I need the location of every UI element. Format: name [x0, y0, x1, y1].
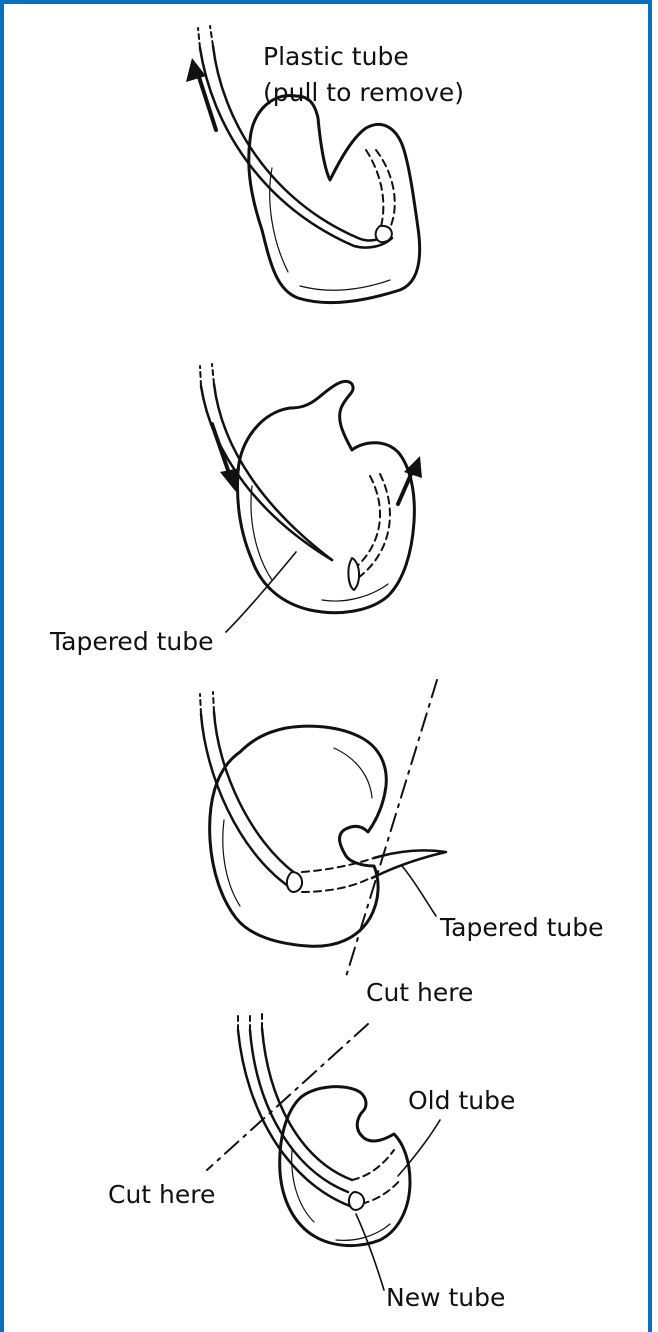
arrow-up-right-icon — [398, 456, 422, 504]
kernel-4 — [280, 1087, 410, 1246]
panel-3-drawing — [200, 680, 446, 980]
tube-1-outer — [213, 46, 388, 240]
cut-line-4 — [207, 1024, 368, 1170]
tube-2-dashed-top — [200, 364, 214, 386]
tube-2-dashed-path — [358, 474, 390, 578]
leader-tapered-tube-2 — [402, 866, 436, 916]
tube-2-hole — [348, 558, 359, 590]
tube-4-dashed-path — [352, 1150, 394, 1180]
label-old-tube: Old tube — [408, 1086, 515, 1116]
label-pull-to-remove: (pull to remove) — [263, 78, 464, 108]
kernel-3 — [210, 726, 387, 946]
label-tapered-tube-panel-2: Tapered tube — [50, 627, 214, 657]
tube-2-dashed-path — [350, 476, 380, 572]
kernel-3-inner-line — [223, 820, 240, 906]
tube-3-hole — [287, 872, 302, 892]
new-tube-dashed-top — [238, 1010, 262, 1030]
tube-3-inner — [201, 714, 288, 886]
label-tapered-tube-panel-3: Tapered tube — [440, 913, 604, 943]
label-plastic-tube: Plastic tube — [263, 42, 409, 72]
tube-3-dashed-path — [302, 878, 370, 892]
tube-1-dashed-path — [366, 150, 383, 236]
tube-3-outer — [214, 712, 296, 874]
label-cut-here-panel-3: Cut here — [366, 978, 473, 1008]
tube-1-dashed-path — [376, 150, 395, 232]
kernel-1-inner-line — [300, 280, 390, 290]
panel-2-drawing — [200, 364, 422, 632]
leader-new-tube — [356, 1214, 384, 1290]
cut-line-3 — [345, 680, 437, 980]
panel-4-drawing — [207, 1010, 440, 1290]
tube-4-hole — [349, 1192, 364, 1210]
kernel-3-inner-line — [334, 748, 372, 798]
label-cut-here-panel-4: Cut here — [108, 1180, 215, 1210]
tube-1-hole — [376, 226, 392, 242]
tube-1-dashed-top — [198, 26, 213, 48]
leader-tapered-tube-1 — [226, 552, 296, 632]
label-new-tube: New tube — [386, 1283, 505, 1313]
tube-3-dashed-top — [200, 692, 214, 714]
